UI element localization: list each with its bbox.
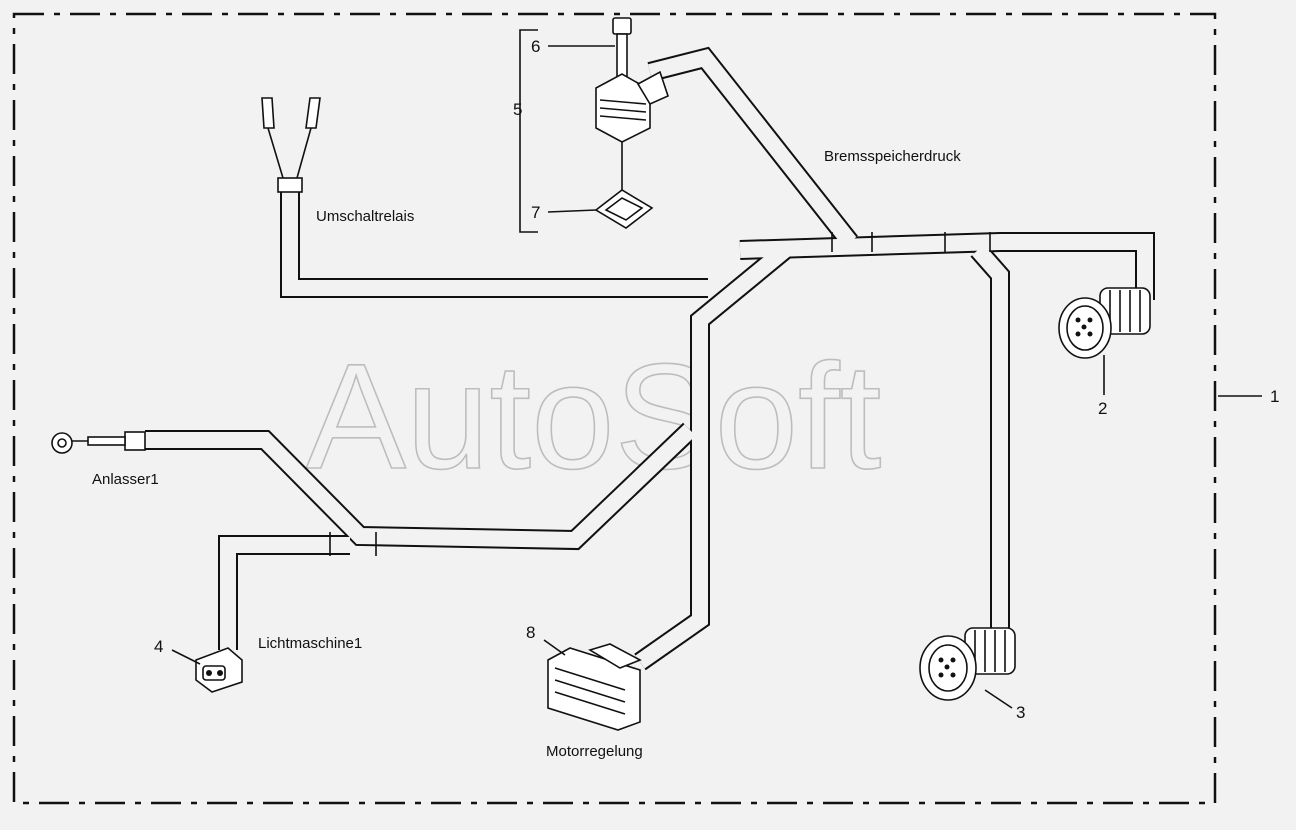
callout-2: 2: [1098, 399, 1107, 418]
harness-wires: [145, 46, 1155, 671]
label-umschaltrelais: Umschaltrelais: [316, 208, 414, 225]
callout-7: 7: [531, 203, 540, 222]
round-connector-3: [919, 627, 1016, 701]
callout-8: 8: [526, 623, 535, 642]
anlasser-ring-terminal: [51, 431, 146, 454]
callout-1: 1: [1270, 387, 1279, 406]
callout-6: 6: [531, 37, 540, 56]
label-lichtmaschine: Lichtmaschine1: [258, 635, 362, 652]
label-bremsspeicherdruck: Bremsspeicherdruck: [824, 148, 961, 165]
watermark-text: AutoSoft: [306, 332, 881, 500]
label-anlasser: Anlasser1: [92, 471, 159, 488]
callout-3: 3: [1016, 703, 1025, 722]
round-connector-2: [1058, 287, 1151, 359]
connector-8: [547, 643, 642, 731]
pressure-sensor-assembly: [594, 17, 669, 229]
callout-leaders: [171, 29, 1262, 709]
callout-5: 5: [513, 100, 522, 119]
umschaltrelais-terminals: [261, 97, 321, 193]
connector-4: [195, 647, 243, 693]
label-motorregelung: Motorregelung: [546, 743, 643, 760]
assembly-frame: [12, 12, 1217, 805]
callout-4: 4: [154, 637, 163, 656]
